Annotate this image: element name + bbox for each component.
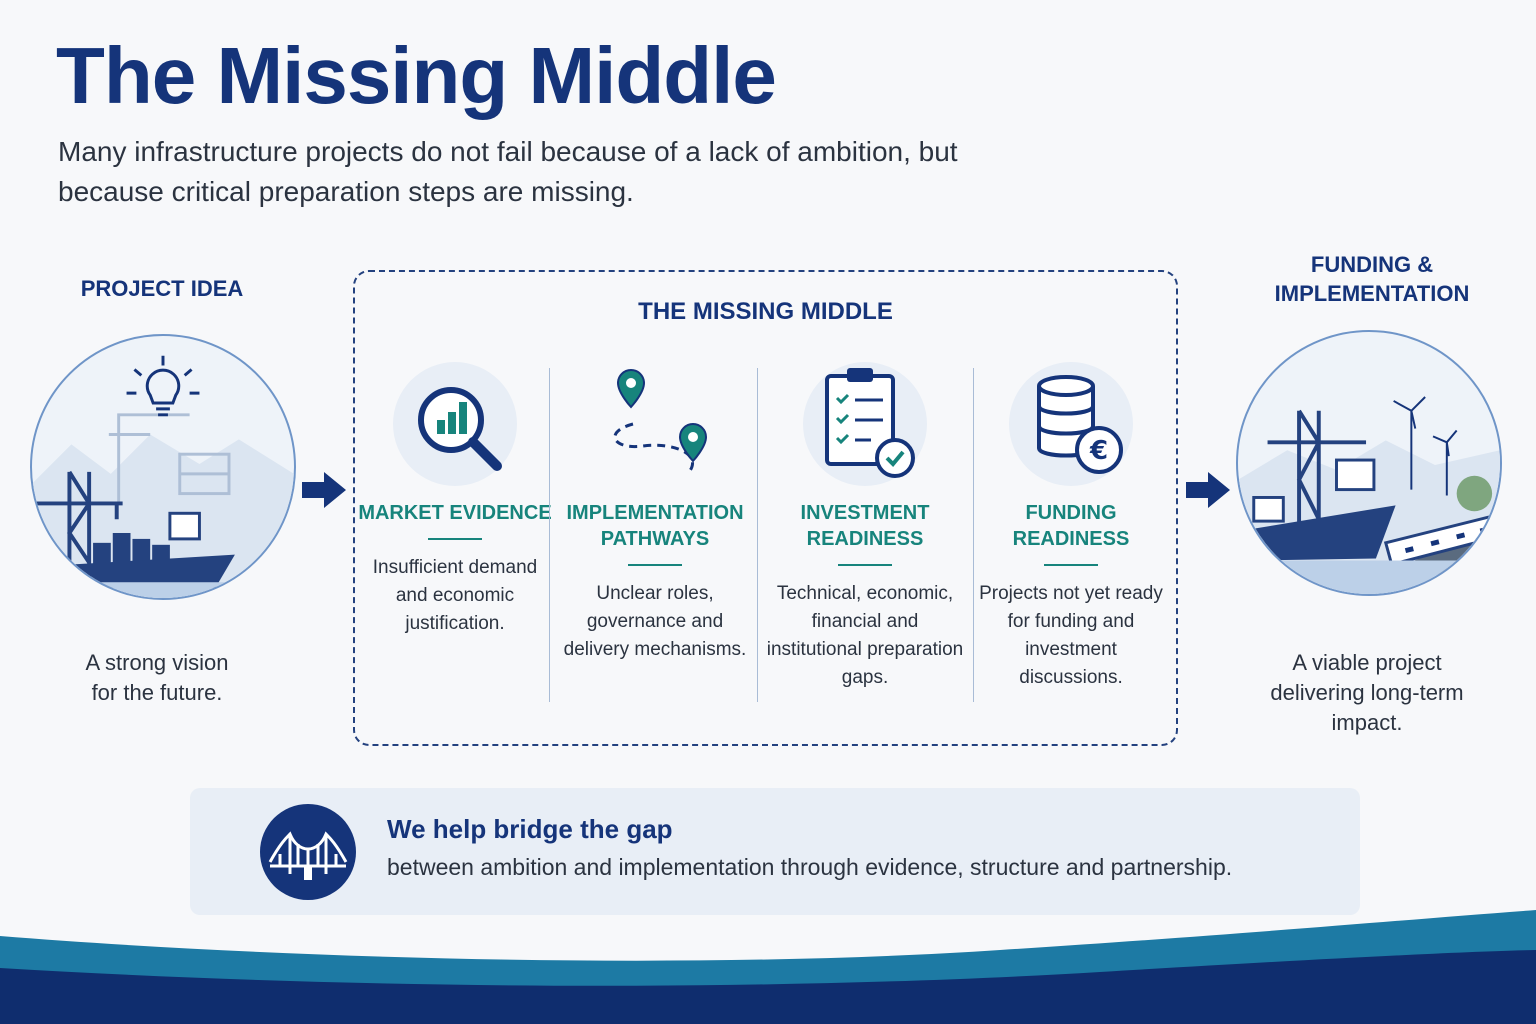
page-title: The Missing Middle xyxy=(56,31,777,120)
bridge-the-gap-banner: We help bridge the gap between ambition … xyxy=(190,788,1360,915)
column-implementation-pathways: IMPLEMENTATION PATHWAYS Unclear roles, g… xyxy=(555,362,755,692)
column-divider-rule xyxy=(428,538,482,540)
column-heading: IMPLEMENTATION PATHWAYS xyxy=(566,502,744,550)
missing-middle-title: THE MISSING MIDDLE xyxy=(638,298,893,325)
funding-implementation-title: FUNDING & IMPLEMENTATION xyxy=(1274,252,1470,306)
port-train-turbines-illustration xyxy=(1238,396,1500,594)
column-separator xyxy=(973,368,974,702)
column-description: Insufficient demand and economic justifi… xyxy=(372,557,538,634)
checklist-clipboard-icon xyxy=(803,362,927,486)
magnifier-chart-icon xyxy=(393,362,517,486)
column-heading: INVESTMENT READINESS xyxy=(800,502,930,550)
banner-title: We help bridge the gap xyxy=(387,814,673,844)
banner-subtitle: between ambition and implementation thro… xyxy=(387,854,1233,880)
project-idea-illustration xyxy=(30,334,296,600)
svg-text:€: € xyxy=(1089,436,1108,466)
column-heading: FUNDING READINESS xyxy=(1012,502,1130,550)
column-market-evidence: MARKET EVIDENCE Insufficient demand and … xyxy=(355,362,555,692)
arrow-right-icon xyxy=(302,472,346,508)
missing-middle-panel: THE MISSING MIDDLE MARKET EVIDENCE Insuf… xyxy=(353,270,1178,746)
column-description: Technical, economic, financial and insti… xyxy=(766,583,964,688)
column-divider-rule xyxy=(628,564,682,566)
column-heading: MARKET EVIDENCE xyxy=(358,502,552,524)
column-description: Unclear roles, governance and delivery m… xyxy=(563,583,747,660)
arrow-right-icon xyxy=(1186,472,1230,508)
column-divider-rule xyxy=(1044,564,1098,566)
column-funding-readiness: € FUNDING READINESS Projects not yet rea… xyxy=(971,362,1171,692)
column-description: Projects not yet ready for funding and i… xyxy=(979,583,1163,688)
funding-implementation-description: A viable project delivering long-term im… xyxy=(1270,650,1464,735)
bridge-icon xyxy=(260,804,356,900)
funding-implementation-illustration xyxy=(1236,330,1502,596)
column-separator xyxy=(549,368,550,702)
page-subtitle: Many infrastructure projects do not fail… xyxy=(58,136,958,207)
column-separator xyxy=(757,368,758,702)
project-idea-title: PROJECT IDEA xyxy=(80,276,244,301)
column-investment-readiness: INVESTMENT READINESS Technical, economic… xyxy=(765,362,965,692)
project-idea-description: A strong vision for the future. xyxy=(85,650,229,705)
column-divider-rule xyxy=(838,564,892,566)
route-pins-icon xyxy=(593,362,717,486)
port-lightbulb-illustration xyxy=(32,355,294,598)
bottom-wave-decoration xyxy=(0,910,1536,1024)
coins-euro-icon: € xyxy=(1009,362,1133,486)
